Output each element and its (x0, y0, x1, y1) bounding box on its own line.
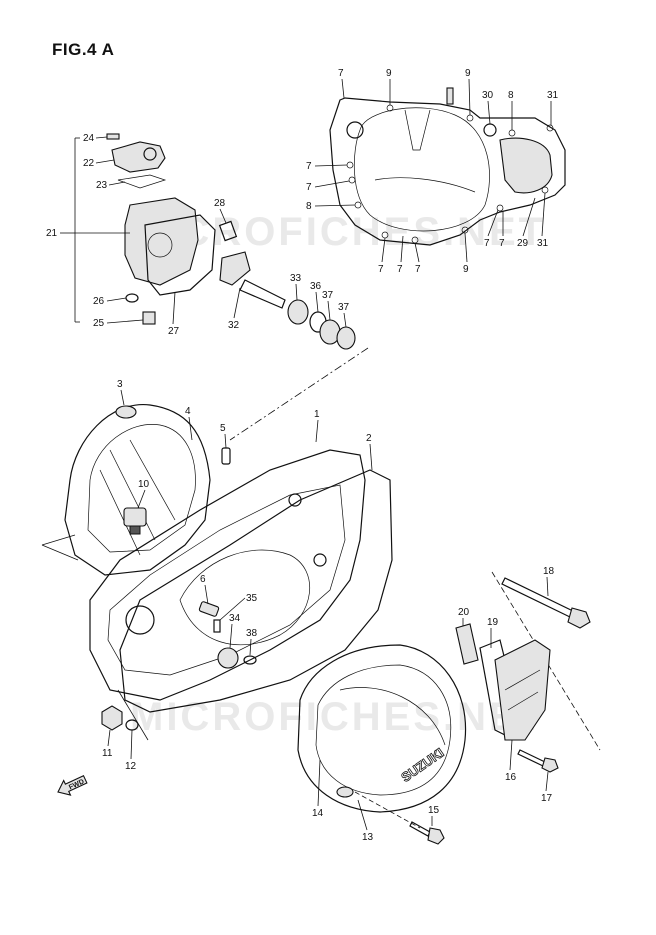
callout-23: 23 (96, 180, 108, 191)
fasteners-callouts: 11 12 (102, 729, 137, 772)
callout-16: 16 (505, 772, 517, 783)
callout-29: 29 (517, 238, 529, 249)
callout-1: 1 (314, 409, 320, 420)
callout-32: 32 (228, 320, 240, 331)
callout-37: 37 (322, 290, 334, 301)
guard-bracket-callouts: 18 20 19 16 17 (458, 566, 555, 804)
callout-28: 28 (214, 198, 226, 209)
callout-8: 8 (508, 90, 514, 101)
bolt-15 (354, 791, 445, 845)
callout-11: 11 (102, 748, 113, 759)
callout-7: 7 (338, 68, 344, 79)
water-pump-callouts: 24 22 23 21 26 25 27 28 32 33 36 (46, 133, 369, 441)
callout-24: 24 (83, 133, 95, 144)
fwd-label: FWD (68, 778, 85, 791)
callout-18: 18 (543, 566, 555, 577)
suzuki-logo: SUZUKI (398, 745, 446, 785)
callout-22: 22 (83, 158, 95, 169)
callout-5: 5 (220, 423, 226, 434)
clutch-cover-outer (329, 87, 566, 246)
callout-13: 13 (362, 832, 374, 843)
watermark-bottom: MICROFICHES.NET (130, 695, 546, 739)
callout-7: 7 (415, 264, 421, 275)
callout-14: 14 (312, 808, 324, 819)
callout-9: 9 (463, 264, 469, 275)
callout-7: 7 (378, 264, 384, 275)
callout-20: 20 (458, 607, 470, 618)
water-pump-assembly (106, 133, 356, 350)
callout-8: 8 (306, 201, 312, 212)
callout-4: 4 (185, 406, 191, 417)
callout-31: 31 (547, 90, 559, 101)
clutch-cover-callouts: 7 9 9 30 8 31 7 7 8 7 7 7 9 7 (306, 68, 559, 275)
outer-cover-callouts: 14 13 15 (312, 759, 440, 843)
callout-38: 38 (246, 628, 258, 639)
callout-7: 7 (499, 238, 505, 249)
callout-26: 26 (93, 296, 105, 307)
callout-10: 10 (138, 479, 150, 490)
callout-15: 15 (428, 805, 440, 816)
callout-19: 19 (487, 617, 499, 628)
callout-34: 34 (229, 613, 241, 624)
callout-2: 2 (366, 433, 372, 444)
crankcase (41, 447, 393, 713)
callout-9: 9 (465, 68, 471, 79)
callout-7: 7 (306, 182, 312, 193)
callout-37: 37 (338, 302, 350, 313)
callout-35: 35 (246, 593, 258, 604)
callout-25: 25 (93, 318, 105, 329)
crankcase-callouts: 3 4 5 1 2 10 6 35 34 38 (117, 379, 373, 656)
callout-3: 3 (117, 379, 123, 390)
callout-12: 12 (125, 761, 137, 772)
fwd-marker: FWD (57, 774, 88, 796)
figure-title: FIG.4 A (52, 40, 115, 59)
callout-17: 17 (541, 793, 553, 804)
callout-31: 31 (537, 238, 549, 249)
callout-9: 9 (386, 68, 392, 79)
guard-bracket-group (455, 571, 601, 773)
callout-7: 7 (484, 238, 490, 249)
callout-27: 27 (168, 326, 180, 337)
callout-30: 30 (482, 90, 494, 101)
callout-21: 21 (46, 228, 58, 239)
callout-6: 6 (200, 574, 206, 585)
magneto-cover (64, 404, 211, 576)
callout-7: 7 (397, 264, 403, 275)
callout-36: 36 (310, 281, 322, 292)
callout-7: 7 (306, 161, 312, 172)
callout-33: 33 (290, 273, 302, 284)
